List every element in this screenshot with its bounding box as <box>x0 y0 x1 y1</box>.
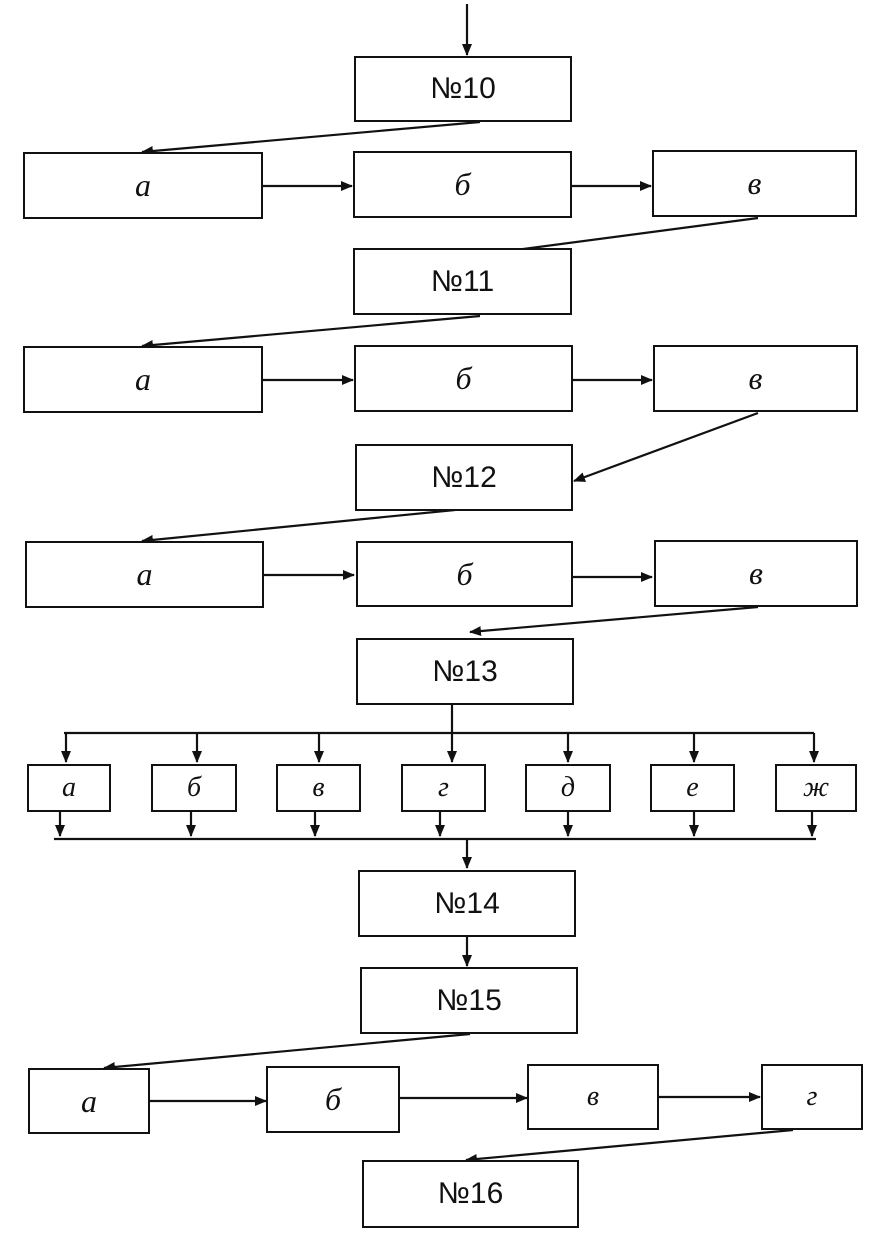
step-13-v-box: в <box>276 764 361 812</box>
step-12-v-label: в <box>749 555 763 591</box>
step-14-label: №14 <box>434 886 500 920</box>
arrow-12-to-a <box>141 508 456 545</box>
step-12-a-label: а <box>136 556 153 592</box>
step-12-box: №12 <box>355 444 573 511</box>
step-13-b-label: б <box>186 772 202 803</box>
step-13-a-label: а <box>62 772 76 803</box>
step-10-v-box: в <box>652 150 857 217</box>
step-13-d-label: д <box>560 772 576 803</box>
step-15-a-box: а <box>28 1068 150 1134</box>
step-11-v-label: в <box>748 360 763 396</box>
step-15-b-label: б <box>324 1081 342 1117</box>
step-11-b-label: б <box>455 360 472 396</box>
step-13-g-box: г <box>401 764 486 812</box>
step-11-box: №11 <box>353 248 572 315</box>
step-10-b-label: б <box>454 166 471 202</box>
arrow-15g-to-16 <box>465 1128 794 1164</box>
step-15-a-label: а <box>81 1082 97 1119</box>
step-15-v-box: в <box>527 1064 659 1130</box>
arrow-11-to-a <box>141 314 481 351</box>
step-12-b-label: б <box>456 555 473 592</box>
step-11-label: №11 <box>430 264 495 298</box>
step-16-label: №16 <box>437 1177 504 1210</box>
step-11-v-box: в <box>653 345 858 412</box>
step-10-a-label: а <box>135 167 151 203</box>
step-10-b-box: б <box>353 151 572 218</box>
step-14-box: №14 <box>358 870 576 937</box>
step-13-v-label: в <box>312 772 325 803</box>
step-10-label: №10 <box>430 72 496 105</box>
step-11-b-box: б <box>354 345 573 412</box>
arrow-10-to-a <box>141 120 481 157</box>
step-13-b-box: б <box>151 764 237 812</box>
step-13-d-box: д <box>525 764 611 812</box>
step-12-b-box: б <box>356 541 573 607</box>
step-13-e-label: е <box>686 772 699 803</box>
step-11-a-box: а <box>23 346 263 413</box>
step-15-b-box: б <box>266 1066 400 1133</box>
step-10-a-box: а <box>23 152 263 219</box>
step-12-a-box: а <box>25 541 264 608</box>
step-12-label: №12 <box>431 460 497 494</box>
step-13-label: №13 <box>432 654 498 688</box>
step-12-v-box: в <box>654 540 858 607</box>
step-15-box: №15 <box>360 967 578 1034</box>
step-15-g-label: г <box>806 1081 818 1112</box>
step-13-box: №13 <box>356 638 574 705</box>
arrow-11v-to-12 <box>573 411 759 483</box>
step-13-g-label: г <box>438 772 449 803</box>
step-11-a-label: а <box>135 361 151 397</box>
arrow-15-to-a <box>103 1032 471 1072</box>
step-16-box: №16 <box>362 1160 579 1228</box>
step-13-zh-box: ж <box>775 764 857 812</box>
step-15-label: №15 <box>436 983 502 1017</box>
step-15-g-box: г <box>761 1064 863 1130</box>
step-10-v-label: в <box>747 165 762 201</box>
step-10-box: №10 <box>354 56 572 122</box>
step-13-e-box: е <box>650 764 735 812</box>
step-13-a-box: а <box>27 764 111 812</box>
step-13-zh-label: ж <box>802 772 830 803</box>
arrow-12v-to-13 <box>469 605 759 637</box>
step-15-v-label: в <box>586 1081 600 1112</box>
